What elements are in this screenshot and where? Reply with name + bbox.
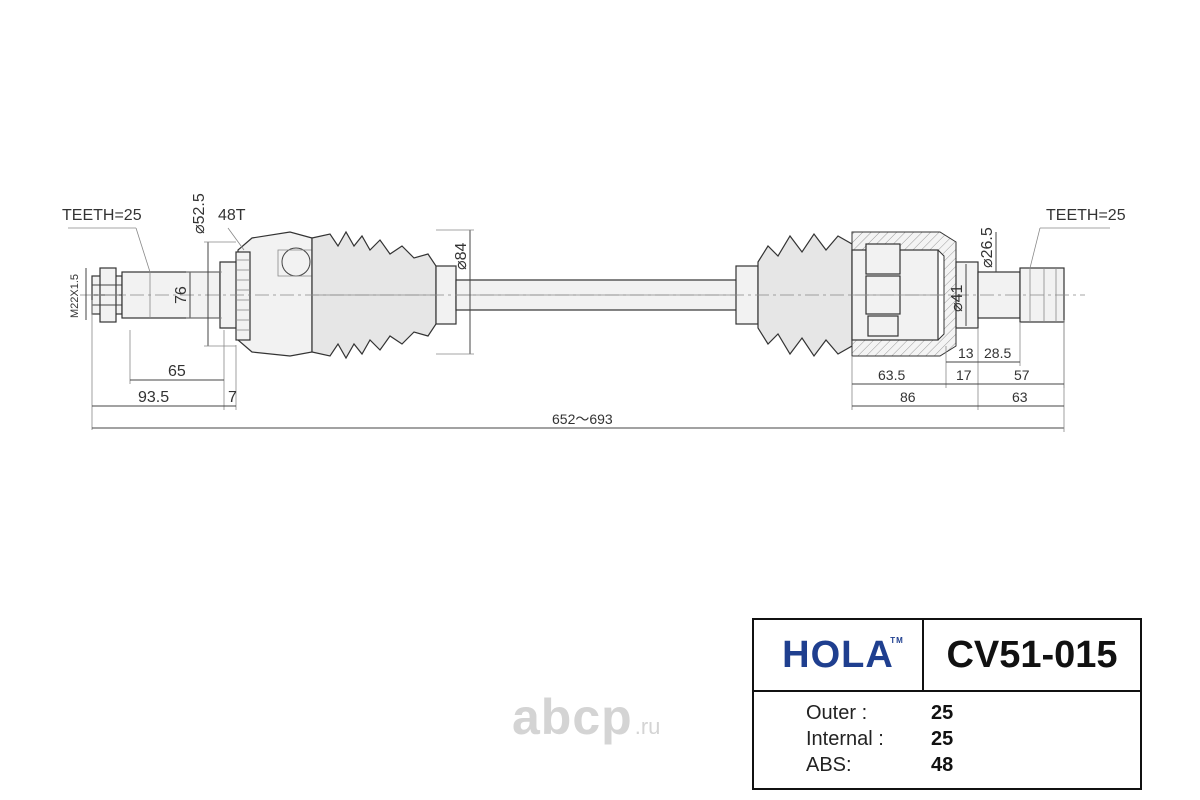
watermark: abcp .ru <box>512 688 660 746</box>
brand-name: HOLA <box>782 633 894 676</box>
dim-63-5-label: 63.5 <box>878 367 905 383</box>
spec-label: Internal : <box>806 727 884 750</box>
spec-value: 25 <box>931 727 954 750</box>
watermark-main: abcp <box>512 689 633 745</box>
spec-label: Outer : <box>806 701 868 724</box>
total-length-label: 652～693 <box>552 411 613 427</box>
brand-logo: HOLA TM <box>782 633 903 677</box>
brand-logo-cell: HOLA TM <box>754 620 924 692</box>
spec-list: Outer : 25 Internal : 25 ABS: 48 <box>754 692 1140 788</box>
inner-teeth-label: TEETH=25 <box>1046 207 1126 224</box>
dia-52-5-label: ⌀52.5 <box>191 193 208 234</box>
dim-93-5-label: 93.5 <box>138 389 169 406</box>
spec-value: 48 <box>931 753 954 776</box>
part-number-cell: CV51-015 <box>924 620 1140 692</box>
part-number: CV51-015 <box>946 633 1118 676</box>
dia-26-5-label: ⌀26.5 <box>979 227 996 268</box>
dim-57-label: 57 <box>1014 367 1030 383</box>
watermark-suffix: .ru <box>634 714 661 739</box>
dim-86-label: 86 <box>900 389 916 405</box>
dim-65-label: 65 <box>168 363 186 380</box>
outer-cv-joint <box>91 231 313 357</box>
dia-41-label: ⌀41 <box>949 284 966 312</box>
title-block: HOLA TM CV51-015 Outer : 25 Internal : 2… <box>752 618 1142 790</box>
dim-17-label: 17 <box>956 367 972 383</box>
abs-teeth-label: 48T <box>218 207 246 224</box>
outer-teeth-label: TEETH=25 <box>62 207 142 224</box>
spec-row-abs: ABS: 48 <box>806 752 1140 778</box>
dimension-lines <box>68 227 1110 432</box>
spec-label: ABS: <box>806 753 852 776</box>
dim-13-label: 13 <box>958 345 974 361</box>
dim-63-label: 63 <box>1012 389 1028 405</box>
length-76-label: 76 <box>173 286 190 304</box>
spec-value: 25 <box>931 701 954 724</box>
brand-trademark: TM <box>890 635 904 645</box>
spec-row-outer: Outer : 25 <box>806 700 1140 726</box>
dia-84-label: ⌀84 <box>453 242 470 270</box>
spec-row-internal: Internal : 25 <box>806 726 1140 752</box>
dim-7-label: 7 <box>228 389 237 406</box>
dim-28-5-label: 28.5 <box>984 345 1011 361</box>
thread-label: M22X1.5 <box>69 274 81 318</box>
